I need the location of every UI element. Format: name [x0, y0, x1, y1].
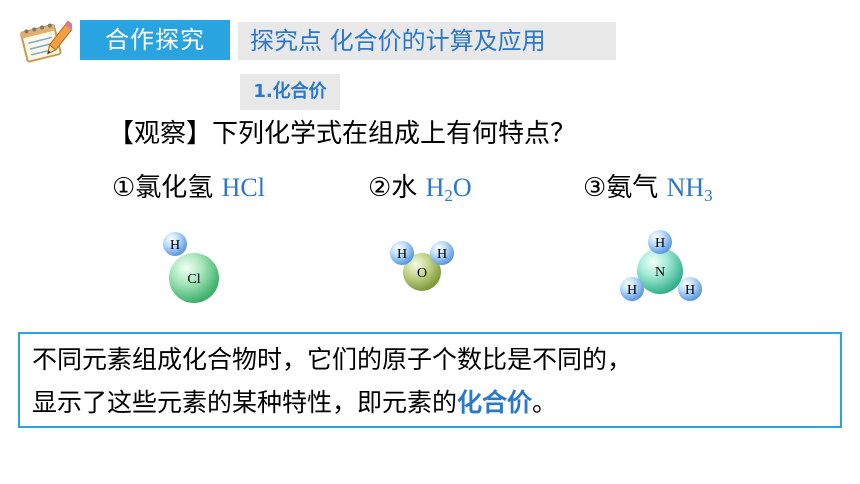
atom-label: N: [655, 265, 665, 280]
molecule-model-ammonia: H N H H: [616, 228, 706, 310]
section-label: 合作探究: [80, 20, 230, 60]
sub-heading: 1.化合价: [240, 74, 340, 110]
conclusion-line-2: 显示了这些元素的某种特性，即元素的化合价。: [32, 388, 558, 417]
atom-label: H: [655, 236, 665, 251]
observe-prompt: 【观察】下列化学式在组成上有何特点？: [108, 119, 577, 149]
atom-label: H: [397, 247, 407, 262]
atom-label: H: [685, 283, 695, 298]
compound-water: ②水 H2O: [368, 168, 472, 208]
molecule-model-hcl: H Cl: [156, 230, 226, 310]
atom-label: H: [170, 238, 180, 253]
atom-label: H: [627, 283, 637, 298]
compound-name: ①氯化氢: [112, 173, 214, 203]
compound-formula: NH3: [666, 173, 713, 205]
topic-title: 探究点 化合价的计算及应用: [238, 22, 616, 60]
notepad-pencil-icon: [16, 18, 75, 64]
compound-ammonia: ③氨气 NH3: [583, 168, 713, 208]
atom-label: O: [417, 266, 427, 281]
atom-label: Cl: [187, 272, 200, 287]
compound-formula: H2O: [425, 173, 472, 205]
conclusion-box: 不同元素组成化合物时，它们的原子个数比是不同的， 显示了这些元素的某种特性，即元…: [18, 332, 842, 428]
conclusion-line-1: 不同元素组成化合物时，它们的原子个数比是不同的，: [32, 345, 633, 374]
valence-term: 化合价: [457, 388, 533, 417]
molecule-model-water: H H O: [384, 236, 460, 300]
compound-name: ②水: [368, 173, 418, 203]
compound-name: ③氨气: [583, 173, 659, 203]
compound-formula: HCl: [221, 173, 265, 202]
compound-hcl: ①氯化氢 HCl: [112, 168, 265, 208]
atom-label: H: [437, 247, 447, 262]
